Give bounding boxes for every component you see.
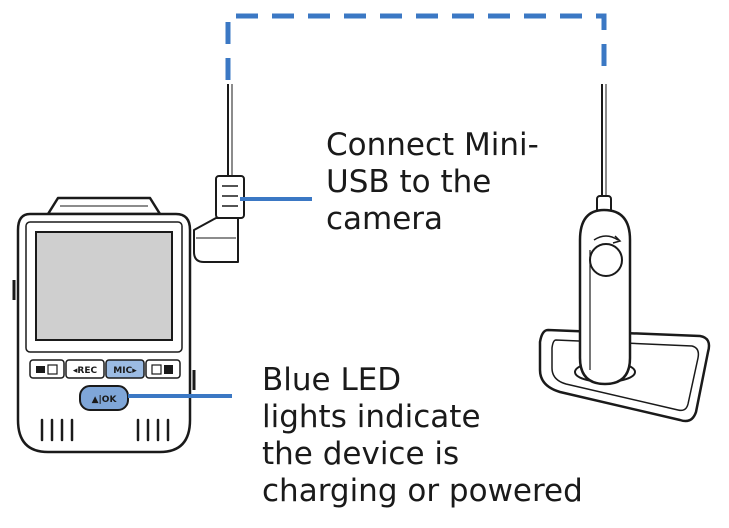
ok-button-label: ▲|OK xyxy=(92,395,118,405)
camera-vents xyxy=(40,418,170,442)
playback-button[interactable] xyxy=(145,359,181,379)
led-callout-line-3: the device is xyxy=(262,436,460,472)
playback-icon xyxy=(151,364,173,375)
led-callout-line-2: lights indicate xyxy=(262,399,481,435)
rec-button[interactable] xyxy=(65,359,105,379)
usb-callout-text: Connect Mini- USB to the camera xyxy=(326,127,539,238)
mount-cable xyxy=(596,84,612,215)
mount-ball-joint xyxy=(589,243,623,277)
led-callout-line-1: Blue LED xyxy=(262,362,402,398)
rec-button-label: ◂REC xyxy=(73,366,98,376)
usb-callout-line-2: USB to the xyxy=(326,164,492,200)
camera-screen xyxy=(35,231,173,341)
rotate-arrow-icon xyxy=(593,235,619,241)
led-callout-line-4: charging or powered xyxy=(262,473,583,509)
dashed-cable xyxy=(225,13,607,80)
led-callout-text: Blue LED lights indicate the device is c… xyxy=(262,362,583,510)
photo-button[interactable] xyxy=(29,359,65,379)
suction-mount xyxy=(538,208,711,423)
camera-photo-icon xyxy=(36,364,58,375)
usb-callout-line-1: Connect Mini- xyxy=(326,127,539,163)
mic-button-label: MIC▸ xyxy=(113,366,137,376)
dash-camera: ◂REC MIC▸ ▲|OK xyxy=(12,196,196,454)
mini-usb-connector xyxy=(215,175,245,219)
mini-usb-cable xyxy=(193,84,245,263)
mic-button[interactable] xyxy=(105,359,145,379)
usb-callout-line-3: camera xyxy=(326,201,444,237)
